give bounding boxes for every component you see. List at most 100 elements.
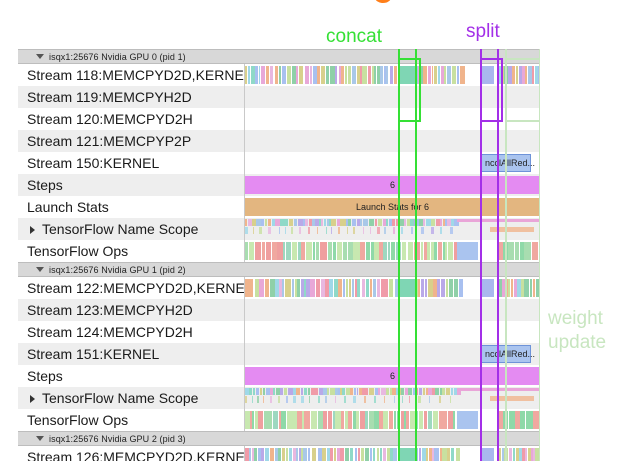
trace-row[interactable]: Stream 121:MEMCPYP2P [18, 130, 540, 152]
trace-row[interactable]: Stream 126:MEMCPYD2D,KERNEL,MI [18, 446, 540, 461]
trace-row-label-text: Stream 124:MEMCPYD2H [27, 324, 193, 340]
trace-row-label-text: Stream 120:MEMCPYD2H [27, 111, 193, 127]
orange-marker-blob [375, 0, 391, 3]
trace-row-label[interactable]: Stream 121:MEMCPYP2P [18, 130, 245, 152]
trace-row[interactable]: Launch Stats Launch Stats for 6 [18, 196, 540, 218]
name-scope-level-2 [245, 396, 540, 403]
timeline-bars [245, 279, 540, 297]
collapse-triangle-icon[interactable] [36, 436, 44, 441]
trace-row-track[interactable] [245, 446, 540, 461]
trace-row-label[interactable]: Stream 120:MEMCPYD2H [18, 108, 245, 130]
trace-row-track[interactable] [245, 321, 540, 343]
trace-row-track[interactable] [245, 409, 540, 431]
trace-row[interactable]: Stream 123:MEMCPYH2D [18, 299, 540, 321]
trace-row[interactable]: Steps 6 [18, 174, 540, 196]
trace-row-track[interactable] [245, 108, 540, 130]
process-group-header[interactable]: isqx1:25676 Nvidia GPU 1 (pid 2) [18, 262, 540, 277]
trace-row-label[interactable]: Stream 151:KERNEL [18, 343, 245, 365]
trace-row[interactable]: Stream 119:MEMCPYH2D [18, 86, 540, 108]
tensorflow-ops-bars [245, 411, 540, 429]
trace-row[interactable]: TensorFlow Ops [18, 409, 540, 431]
timeline-bars-segment [245, 279, 540, 297]
trace-row-label[interactable]: Stream 150:KERNEL [18, 152, 245, 174]
trace-row-label-text: TensorFlow Ops [27, 412, 129, 428]
trace-row[interactable]: Stream 150:KERNEL ncclAllRed... [18, 152, 540, 174]
annotation-concat: concat [326, 26, 382, 47]
timeline-span[interactable]: Launch Stats for 6 [245, 198, 540, 216]
trace-row-track[interactable]: 6 [245, 174, 540, 196]
trace-row[interactable]: Stream 120:MEMCPYD2H [18, 108, 540, 130]
annotation-split: split [466, 21, 500, 42]
collapse-triangle-icon[interactable] [36, 267, 44, 272]
timeline-bars [245, 448, 540, 461]
trace-row-label-text: Steps [27, 368, 63, 384]
trace-row-track[interactable] [245, 240, 540, 262]
process-group-header[interactable]: isqx1:25676 Nvidia GPU 0 (pid 1) [18, 49, 540, 64]
trace-row-label-text: Stream 151:KERNEL [27, 346, 160, 362]
timeline-bars [245, 66, 540, 84]
trace-row[interactable]: Stream 151:KERNEL ncclAllRed... [18, 343, 540, 365]
trace-row-track[interactable] [245, 277, 540, 299]
trace-row-label-text: Launch Stats [27, 199, 109, 215]
trace-row-label-text: TensorFlow Ops [27, 243, 129, 259]
trace-row-track[interactable]: ncclAllRed... [245, 343, 540, 365]
trace-row-track[interactable]: ncclAllRed... [245, 152, 540, 174]
trace-row-track[interactable] [245, 130, 540, 152]
name-scope-level-2 [245, 227, 540, 234]
trace-row-label-text: Steps [27, 177, 63, 193]
trace-row-label-text: Stream 121:MEMCPYP2P [27, 133, 192, 149]
trace-rows-container: isqx1:25676 Nvidia GPU 0 (pid 1) Stream 1… [18, 49, 540, 461]
timeline-bars-segment [245, 66, 540, 84]
process-group-header[interactable]: isqx1:25676 Nvidia GPU 2 (pid 3) [18, 431, 540, 446]
trace-row-label[interactable]: TensorFlow Name Scope [18, 218, 245, 240]
label-column-mask [18, 49, 246, 461]
trace-row-label[interactable]: Launch Stats [18, 196, 245, 218]
trace-row-label-text: Stream 150:KERNEL [27, 155, 160, 171]
trace-row-label[interactable]: Stream 124:MEMCPYD2H [18, 321, 245, 343]
annotation-weight-update: weight update [548, 307, 606, 355]
trace-row-label-text: Stream 122:MEMCPYD2D,KERNEL,MI [27, 280, 245, 296]
trace-viewer[interactable]: isqx1:25676 Nvidia GPU 0 (pid 1) Stream 1… [18, 49, 540, 461]
nccl-all-reduce-block[interactable]: ncclAllRed... [481, 154, 535, 172]
timeline-span[interactable]: 6 [245, 367, 540, 385]
trace-row[interactable]: Stream 124:MEMCPYD2H [18, 321, 540, 343]
timeline-span[interactable]: 6 [245, 176, 540, 194]
timeline-bars [245, 448, 540, 461]
trace-row-label-text: TensorFlow Name Scope [42, 390, 199, 406]
expand-triangle-icon[interactable] [30, 395, 35, 403]
trace-row-label[interactable]: TensorFlow Ops [18, 240, 245, 262]
trace-row-label[interactable]: Stream 126:MEMCPYD2D,KERNEL,MI [18, 446, 245, 461]
annotation-weight-line1: weight [548, 308, 603, 329]
trace-row-label[interactable]: TensorFlow Name Scope [18, 387, 245, 409]
trace-row-label[interactable]: Stream 122:MEMCPYD2D,KERNEL,MI [18, 277, 245, 299]
trace-row-label-text: TensorFlow Name Scope [42, 221, 199, 237]
collapse-triangle-icon[interactable] [36, 54, 44, 59]
trace-row-track[interactable] [245, 218, 540, 240]
trace-row[interactable]: TensorFlow Name Scope [18, 218, 540, 240]
name-scope-level-1 [245, 388, 540, 395]
trace-row-track[interactable]: Launch Stats for 6 [245, 196, 540, 218]
trace-row-track[interactable] [245, 86, 540, 108]
trace-row[interactable]: Stream 122:MEMCPYD2D,KERNEL,MI [18, 277, 540, 299]
trace-row-label[interactable]: TensorFlow Ops [18, 409, 245, 431]
name-scope-level-1 [245, 219, 540, 226]
trace-row-track[interactable] [245, 64, 540, 86]
trace-row-label[interactable]: Stream 119:MEMCPYH2D [18, 86, 245, 108]
trace-row-label[interactable]: Stream 118:MEMCPYD2D,KERNEL,ME [18, 64, 245, 86]
trace-row-track[interactable]: 6 [245, 365, 540, 387]
trace-row-label[interactable]: Steps [18, 174, 245, 196]
trace-row-label-text: Stream 126:MEMCPYD2D,KERNEL,MI [27, 449, 245, 461]
trace-row-track[interactable] [245, 387, 540, 409]
trace-row-label[interactable]: Steps [18, 365, 245, 387]
expand-triangle-icon[interactable] [30, 226, 35, 234]
timeline-bars-segment [245, 448, 540, 461]
process-group-label: isqx1:25676 Nvidia GPU 1 (pid 2) [49, 264, 186, 275]
process-group-label: isqx1:25676 Nvidia GPU 0 (pid 1) [49, 51, 186, 62]
trace-row-label[interactable]: Stream 123:MEMCPYH2D [18, 299, 245, 321]
trace-row-label-text: Stream 123:MEMCPYH2D [27, 302, 193, 318]
nccl-all-reduce-block[interactable]: ncclAllRed... [481, 345, 535, 363]
trace-row[interactable]: Stream 118:MEMCPYD2D,KERNEL,ME [18, 64, 540, 86]
trace-row[interactable]: TensorFlow Ops [18, 240, 540, 262]
trace-row-track[interactable] [245, 299, 540, 321]
trace-row[interactable]: Steps 6 [18, 365, 540, 387]
